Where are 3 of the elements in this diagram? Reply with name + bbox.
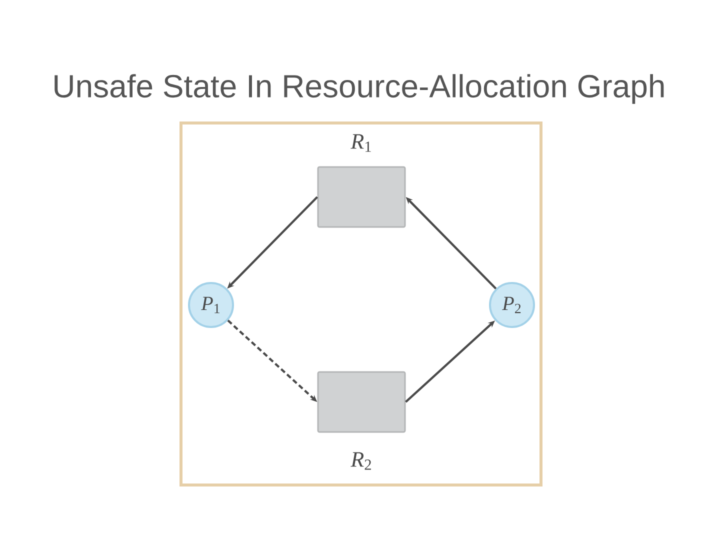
title: Unsafe State In Resource-Allocation Graph	[54, 74, 664, 104]
resource-label: R$_{1}$	[350, 134, 371, 152]
resource-label: R$_{2}$	[350, 452, 371, 470]
